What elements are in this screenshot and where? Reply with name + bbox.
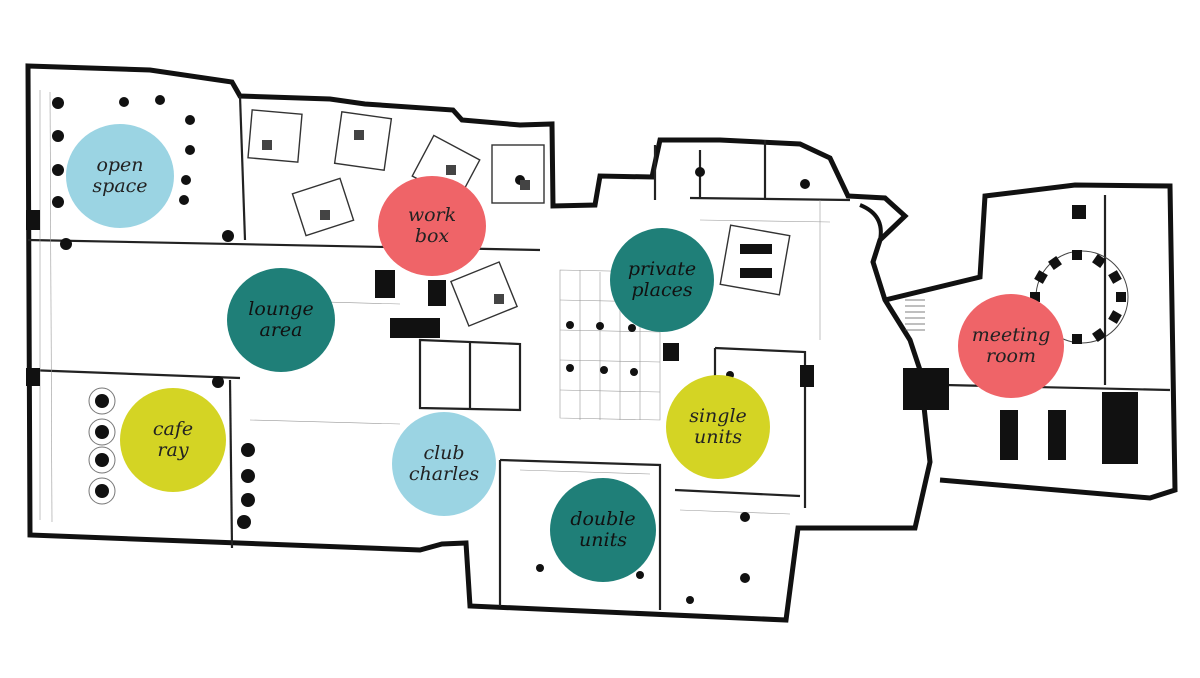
zone-single-units[interactable]: single units [666,375,770,479]
zone-label-line-1: double [570,508,636,530]
interior-walls [27,95,1171,610]
cafe-tables [88,387,116,505]
zone-label-line-1: work [407,204,457,226]
zone-label-line-2: room [986,345,1036,367]
zone-label-line-1: cafe [152,418,194,440]
zone-label-line-2: area [259,319,303,341]
workstation-chairs [262,130,530,304]
zone-label-line-1: open [96,154,144,176]
zone-label-line-2: space [92,175,148,197]
zone-work-box[interactable]: work box [378,176,486,276]
zone-cafe-ray[interactable]: cafe ray [120,388,226,492]
zone-label-line-2: places [631,279,693,301]
zone-club-charles[interactable]: club charles [392,412,496,516]
zone-label-line-2: units [694,426,742,448]
zone-label-line-2: charles [408,463,480,485]
zone-open-space[interactable]: open space [66,124,174,228]
zone-label-line-2: box [414,225,450,247]
zone-label-line-1: single [689,405,747,427]
zone-label-line-1: club [423,442,465,464]
columns [26,205,1138,464]
zone-label-line-1: private [627,258,697,280]
zone-label-line-2: ray [157,439,189,461]
zone-label-line-2: units [579,529,627,551]
exterior-walls [25,63,1178,623]
zone-label-line-1: lounge [248,298,314,320]
furniture [52,95,810,604]
zone-private-places[interactable]: private places [610,228,714,332]
zone-label-line-1: meeting [971,324,1051,346]
stairs [859,203,925,331]
zone-double-units[interactable]: double units [550,478,656,582]
zone-lounge-area[interactable]: lounge area [227,268,335,372]
zone-meeting-room[interactable]: meeting room [958,294,1064,398]
